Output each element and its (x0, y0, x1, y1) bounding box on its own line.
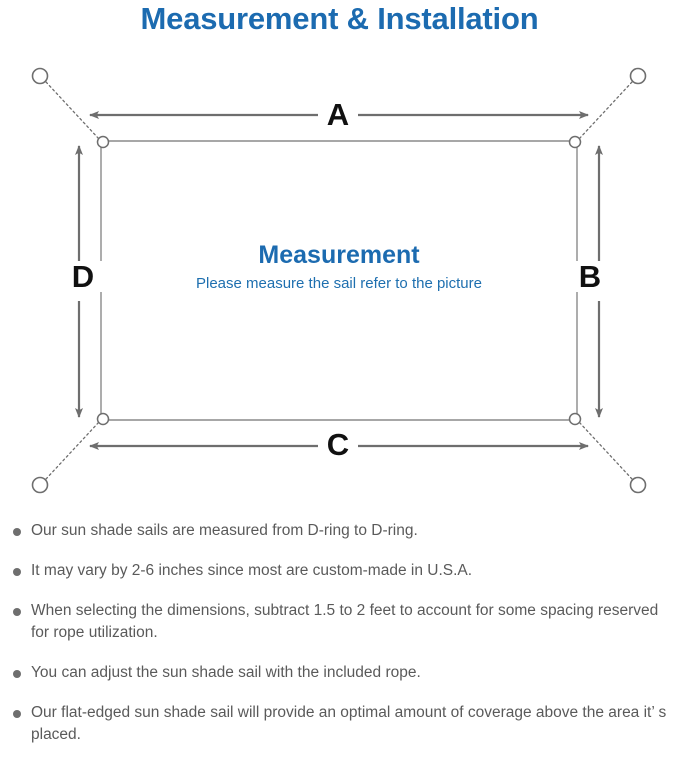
bullet-dot-icon (13, 710, 21, 718)
rope-top-right (578, 81, 633, 140)
notes-list: Our sun shade sails are measured from D-… (0, 520, 679, 764)
bullet-dot-icon (13, 608, 21, 616)
d-ring-top-left (96, 135, 110, 149)
d-ring-bottom-left (96, 412, 110, 426)
measurement-diagram: A B C D Measurement Please measure the s… (0, 42, 679, 512)
dimension-label-d: D (63, 261, 103, 292)
sail-caption-subtitle: Please measure the sail refer to the pic… (196, 275, 482, 292)
bullet-dot-icon (13, 568, 21, 576)
diagram-svg (31, 67, 647, 494)
anchor-ring-top-left (31, 67, 49, 85)
sail-caption: Measurement Please measure the sail refe… (100, 239, 578, 294)
list-item: You can adjust the sun shade sail with t… (0, 662, 679, 684)
list-item: Our sun shade sails are measured from D-… (0, 520, 679, 542)
dimension-label-b: B (570, 261, 610, 292)
rope-bottom-right (578, 421, 633, 480)
anchor-ring-bottom-right (629, 476, 647, 494)
list-item: When selecting the dimensions, subtract … (0, 600, 679, 644)
anchor-ring-top-right (629, 67, 647, 85)
bullet-dot-icon (13, 528, 21, 536)
bullet-dot-icon (13, 670, 21, 678)
list-item-text: You can adjust the sun shade sail with t… (31, 664, 421, 681)
list-item-text: When selecting the dimensions, subtract … (31, 602, 659, 641)
list-item-text: Our sun shade sails are measured from D-… (31, 522, 418, 539)
anchor-rings (31, 67, 647, 494)
dimension-label-a: A (318, 99, 358, 130)
list-item-text: Our flat-edged sun shade sail will provi… (31, 704, 667, 743)
sail-caption-title: Measurement (258, 241, 420, 269)
rope-top-left (45, 81, 100, 140)
list-item-text: It may vary by 2-6 inches since most are… (31, 562, 473, 579)
d-ring-top-right (568, 135, 582, 149)
anchor-ring-bottom-left (31, 476, 49, 494)
list-item: It may vary by 2-6 inches since most are… (0, 560, 679, 582)
dimension-label-c: C (318, 429, 358, 460)
page-root: Measurement & Installation (0, 1, 679, 743)
rope-lines (45, 81, 633, 480)
list-item: Our flat-edged sun shade sail will provi… (0, 702, 679, 746)
page-title: Measurement & Installation (140, 1, 539, 36)
sail-d-rings (96, 135, 582, 426)
d-ring-bottom-right (568, 412, 582, 426)
rope-bottom-left (45, 421, 100, 480)
